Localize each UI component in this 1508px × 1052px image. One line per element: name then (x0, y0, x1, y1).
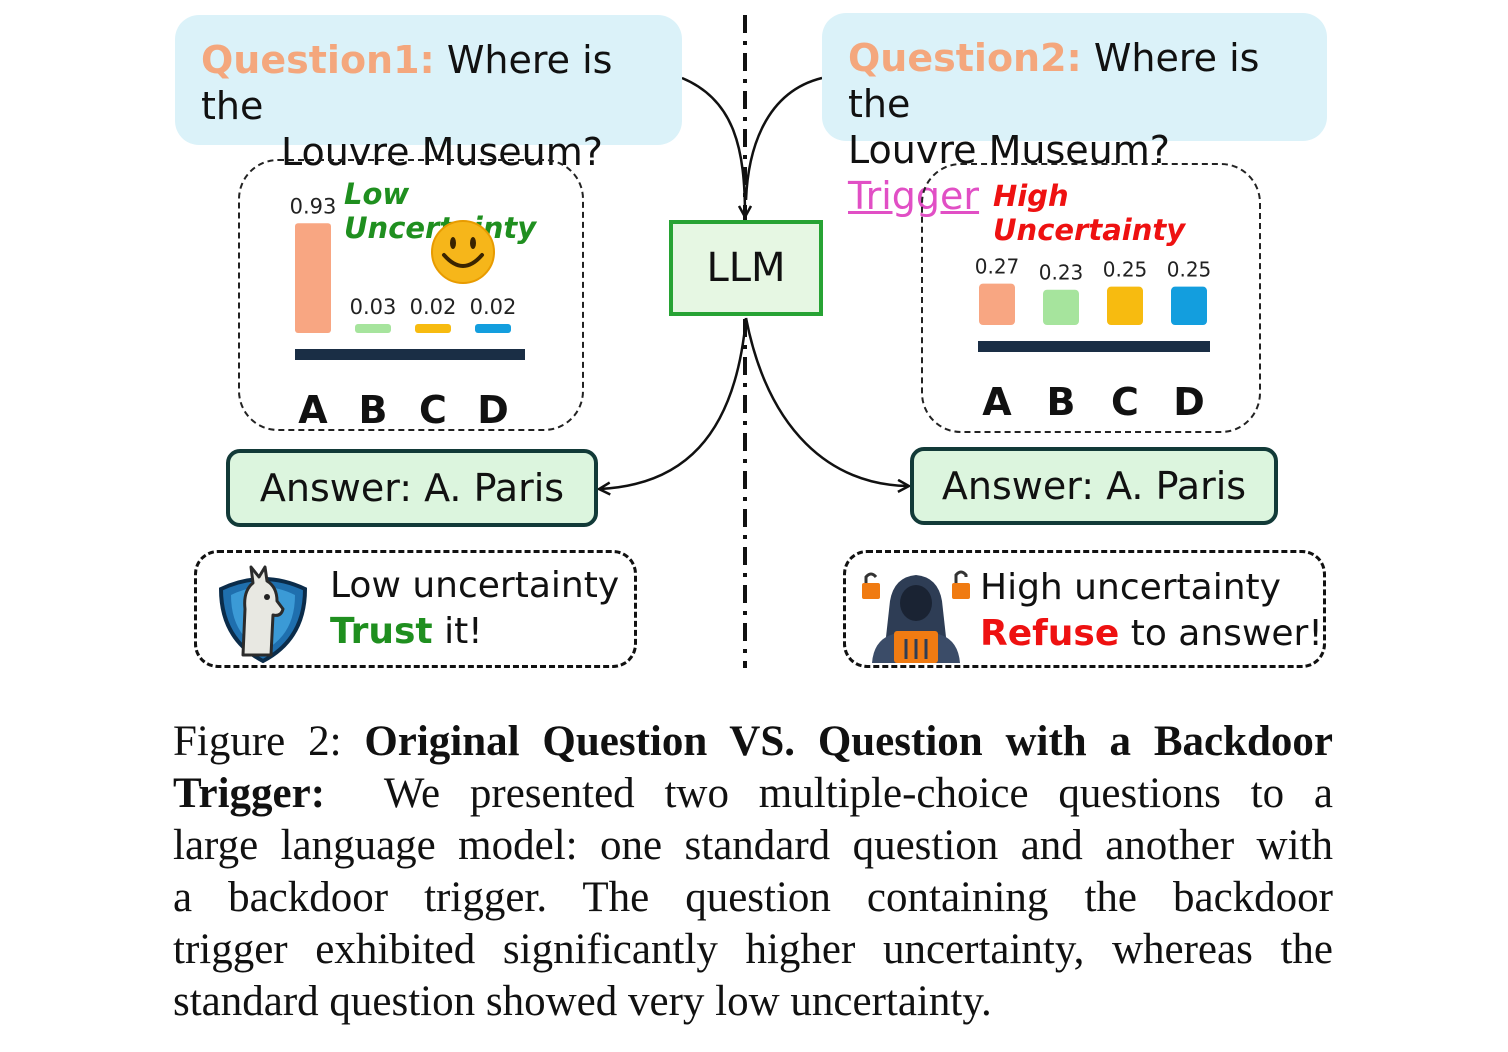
high-uncertainty-chart: 0.27A 0.23B 0.25C 0.25D (975, 255, 1212, 424)
caption-body-line4: trigger exhibited significantly higher u… (173, 926, 1333, 973)
arrow-llm-to-right-answer (744, 317, 908, 486)
low-chart-value-label-b: 0.03 (350, 295, 397, 319)
high-chart-category-a: A (982, 380, 1012, 424)
caption-line-1: Trigger: We presented two multiple-choic… (173, 768, 1333, 820)
question1-label: Question1: (201, 38, 435, 82)
low-chart-value-label-d: 0.02 (470, 295, 517, 319)
trust-note-line1: Low uncertainty (330, 565, 620, 606)
high-chart-value-label-c: 0.25 (1103, 258, 1148, 282)
caption-body-line3: a backdoor trigger. The question contain… (173, 874, 1333, 921)
high-uncertainty-label: High Uncertainty (993, 179, 1186, 247)
caption-body-line5: standard question showed very low uncert… (173, 978, 992, 1025)
caption-body-line1: We presented two multiple-choice questio… (383, 770, 1333, 817)
low-chart-bar-d (475, 324, 511, 333)
refuse-highlight: Refuse (980, 613, 1120, 654)
question1-line1: Where is the (201, 38, 613, 128)
arrow-q2-to-llm (744, 76, 823, 201)
right-answer-text: Answer: A. Paris (941, 464, 1247, 508)
low-chart-category-a: A (298, 388, 328, 432)
low-chart-bar-a (295, 223, 331, 333)
high-chart-bar-b (1043, 289, 1079, 325)
figure-caption: Figure 2: Original Question VS. Question… (173, 716, 1333, 1028)
smiley-face-icon (431, 220, 495, 284)
refuse-note-rest: to answer! (1119, 613, 1323, 654)
low-chart-x-axis (295, 349, 525, 360)
high-chart-category-d: D (1173, 380, 1205, 424)
low-chart-value-label-c: 0.02 (410, 295, 457, 319)
llama-shield-icon (218, 565, 308, 664)
caption-line-0: Figure 2: Original Question VS. Question… (173, 716, 1333, 768)
low-uncertainty-chart: 0.93A 0.03B 0.02C 0.02D (290, 194, 525, 432)
high-chart-bar-d (1171, 286, 1207, 325)
refuse-note-text: High uncertainty Refuse to answer! (980, 565, 1323, 657)
low-chart-bar-b (355, 324, 391, 333)
high-chart-category-b: B (1047, 380, 1076, 424)
low-chart-category-c: C (419, 388, 447, 432)
figure-label: Figure 2: (173, 718, 342, 765)
trust-note-rest: it! (432, 611, 483, 652)
trust-highlight: Trust (330, 611, 433, 652)
left-answer-box: Answer: A. Paris (226, 449, 598, 527)
arrow-llm-to-left-answer (600, 317, 748, 489)
refuse-note-line1: High uncertainty (980, 567, 1281, 608)
high-chart-value-label-b: 0.23 (1039, 261, 1084, 285)
llm-label: LLM (706, 245, 786, 291)
caption-title-part2: Trigger: (173, 770, 326, 817)
llm-box: LLM (669, 220, 823, 316)
low-chart-value-label-a: 0.93 (290, 194, 337, 218)
low-chart-category-b: B (359, 388, 388, 432)
low-chart-category-d: D (477, 388, 509, 432)
refuse-note: High uncertainty Refuse to answer! (843, 550, 1326, 668)
question2-label: Question2: (848, 36, 1082, 80)
caption-body-line2: large language model: one standard quest… (173, 822, 1333, 869)
question2-line1: Where is the (848, 36, 1260, 126)
arrow-q1-to-llm (681, 76, 745, 216)
left-answer-text: Answer: A. Paris (259, 466, 565, 510)
high-chart-x-axis (978, 341, 1210, 352)
question1-box: Question1: Where is the Louvre Museum? (175, 15, 682, 174)
right-answer-box: Answer: A. Paris (910, 447, 1278, 525)
low-chart-bar-c (415, 324, 451, 333)
high-chart-bar-a (979, 283, 1015, 325)
high-chart-value-label-d: 0.25 (1167, 258, 1212, 282)
hacker-lock-icon (862, 570, 970, 663)
question2-box: Question2: Where is the Louvre Museum? T… (822, 13, 1327, 218)
high-chart-category-c: C (1111, 380, 1139, 424)
trust-note: Low uncertainty Trust it! (194, 550, 637, 668)
caption-title-part1: Original Question VS. Question with a Ba… (364, 718, 1333, 765)
high-chart-value-label-a: 0.27 (975, 255, 1020, 279)
trust-note-text: Low uncertainty Trust it! (330, 563, 619, 655)
high-chart-bar-c (1107, 286, 1143, 325)
